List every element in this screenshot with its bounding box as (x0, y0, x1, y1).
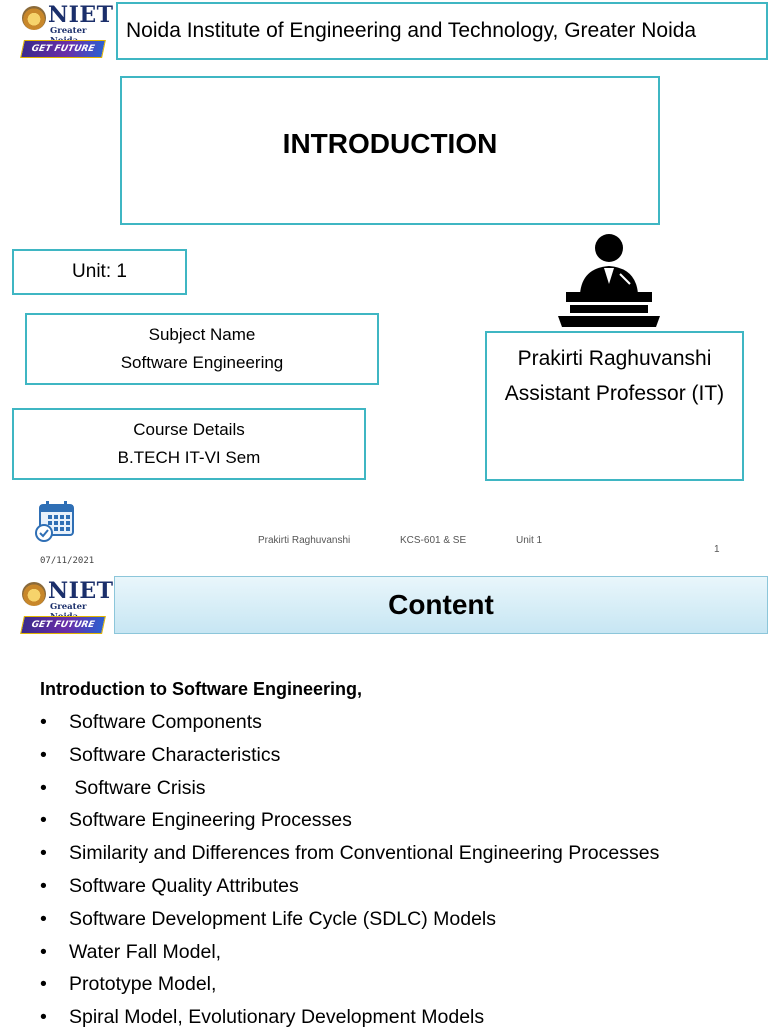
course-value: B.TECH IT-VI Sem (117, 448, 261, 467)
professor-title: Assistant Professor (IT) (504, 382, 725, 405)
presenter-at-podium-icon (558, 234, 660, 327)
unit-label: Unit: 1 (72, 261, 127, 282)
footer-date: 07/11/2021 (40, 556, 95, 566)
list-item: • Software Quality Attributes (40, 870, 659, 903)
course-box: Course Details B.TECH IT-VI Sem (12, 408, 366, 480)
list-item: • Similarity and Differences from Convent… (40, 837, 659, 870)
bullet-icon: • (40, 940, 47, 963)
niet-logo-2: NIET Greater Noida GET FUTURE READY (20, 578, 113, 646)
slide-title: INTRODUCTION (282, 127, 498, 159)
content-header: Content (114, 576, 768, 634)
niet-logo: NIET Greater Noida GET FUTURE READY (20, 2, 113, 70)
footer-author: Prakirti Raghuvanshi (258, 535, 351, 546)
logo-name: NIET (48, 2, 114, 28)
logo-name: NIET (48, 578, 114, 604)
unit-box: Unit: 1 (12, 249, 187, 295)
footer-page-number: 1 (714, 544, 720, 555)
list-item-text: Prototype Model, (69, 973, 217, 996)
bullet-icon: • (40, 842, 47, 865)
list-item-text: Software Quality Attributes (69, 874, 299, 897)
content-list: • Software Components • Software Character… (40, 706, 659, 1034)
list-item-text: Software Development Life Cycle (SDLC) M… (69, 907, 497, 930)
list-item: • Prototype Model, (40, 968, 659, 1001)
list-item: • Water Fall Model, (40, 936, 659, 969)
list-item: • Software Characteristics (40, 739, 659, 772)
bullet-icon: • (40, 1006, 47, 1029)
niet-emblem-icon (22, 582, 46, 606)
list-item: • Software Crisis (40, 772, 659, 805)
logo-tagline: GET FUTURE READY (20, 616, 106, 646)
list-item-text: Software Components (69, 711, 262, 733)
list-item: • Software Development Life Cycle (SDLC) … (40, 903, 659, 936)
professor-box: Prakirti Raghuvanshi Assistant Professor… (485, 331, 744, 481)
logo-tagline: GET FUTURE READY (20, 40, 106, 70)
bullet-icon: • (40, 874, 47, 897)
list-item-text: Software Characteristics (69, 743, 281, 766)
list-item-text: Water Fall Model, (69, 940, 222, 963)
content-intro: Introduction to Software Engineering, (40, 679, 362, 699)
list-item: • Software Components (40, 706, 659, 739)
list-item: • Software Engineering Processes (40, 804, 659, 837)
list-item-text: Software Engineering Processes (69, 809, 352, 832)
title-box: INTRODUCTION (120, 76, 660, 225)
subject-label: Subject Name (148, 325, 256, 344)
bullet-icon: • (40, 711, 47, 733)
institute-title: Noida Institute of Engineering and Techn… (116, 2, 768, 60)
footer-course-code: KCS-601 & SE (400, 535, 467, 546)
bullet-icon: • (40, 776, 47, 799)
professor-name: Prakirti Raghuvanshi (517, 347, 712, 370)
list-item-text: Similarity and Differences from Conventi… (69, 842, 660, 865)
subject-box: Subject Name Software Engineering (25, 313, 379, 385)
institute-name: Noida Institute of Engineering and Techn… (126, 19, 697, 42)
subject-value: Software Engineering (120, 353, 284, 372)
niet-emblem-icon (22, 6, 46, 30)
list-item-text: Software Crisis (69, 776, 206, 799)
bullet-icon: • (40, 973, 47, 996)
bullet-icon: • (40, 743, 47, 766)
calendar-icon (35, 501, 74, 542)
course-label: Course Details (133, 420, 245, 439)
list-item-text: Spiral Model, Evolutionary Development M… (69, 1006, 485, 1029)
bullet-icon: • (40, 809, 47, 832)
footer-unit: Unit 1 (516, 535, 543, 546)
bullet-icon: • (40, 907, 47, 930)
list-item: • Spiral Model, Evolutionary Development … (40, 1001, 659, 1034)
content-title: Content (388, 589, 494, 620)
